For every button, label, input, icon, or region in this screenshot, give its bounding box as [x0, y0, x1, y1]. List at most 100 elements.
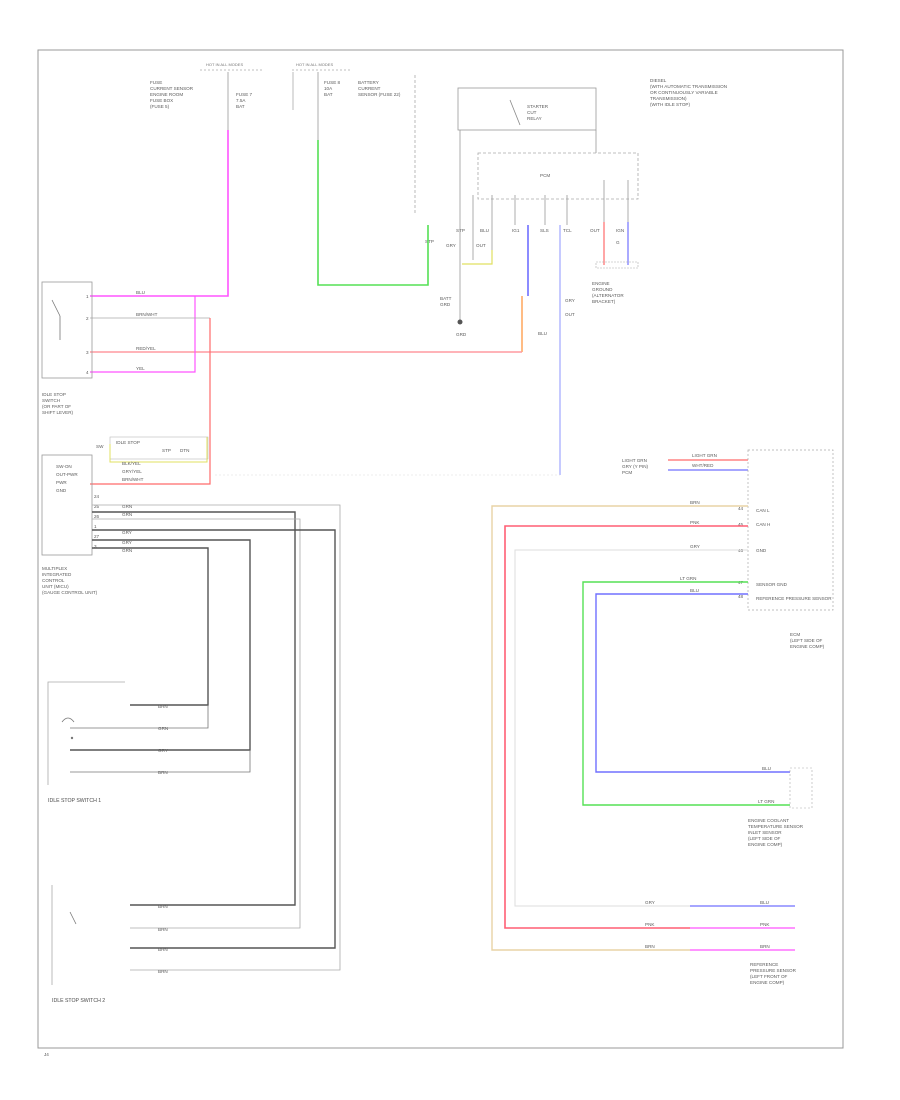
- gray-out-2: BLU: [538, 331, 547, 336]
- gray-out-0: GRY: [565, 298, 575, 303]
- sw-wire-1: BRN/WHT: [136, 312, 158, 317]
- sens-mid-lbl-0: ENGINE COOLANT: [748, 818, 789, 823]
- fuse-left-rating-2: BAT: [236, 104, 245, 109]
- ecm-pin-0: 44: [738, 506, 744, 511]
- mux-pin-3: 1: [94, 524, 97, 529]
- mux-label-4: (GAUGE CONTROL UNIT): [42, 590, 98, 595]
- pcm-sub-1: OUT: [476, 243, 486, 248]
- fuse-right-rating-1: 10A: [324, 86, 333, 91]
- ground-left-code: GRD: [456, 332, 467, 337]
- pcm-connectors: GRY OUT: [446, 130, 629, 260]
- sensor-left-label: IDLE STOP SWITCH 1: [48, 798, 101, 804]
- ecm-wires: BRN PNK GRY LT GRN BLU: [491, 500, 790, 951]
- pcm-pin-8: G: [616, 240, 620, 245]
- fuse-left-desc-0: FUSE: [150, 80, 162, 85]
- sens2-wire-1: BRN: [158, 927, 168, 932]
- mux-row-3: GND: [56, 488, 67, 493]
- sens-br-wire-0: GRY: [645, 900, 655, 905]
- mux-wire-1: GRY/YEL: [122, 469, 142, 474]
- ecm-pin-lbl-4: REFERENCE PRESSURE SENSOR: [756, 596, 832, 601]
- sensor-bottom-label: IDLE STOP SWITCH 2: [52, 998, 105, 1004]
- pcm-pin-7: IGN: [616, 228, 624, 233]
- idle-stop-indicator: IDLE STOP SW STP DTN: [96, 436, 209, 463]
- ecm-pin-lbl-1: CAN H: [756, 522, 770, 527]
- ground-left-0: BATT: [440, 296, 452, 301]
- sw-wire-3: YEL: [136, 366, 145, 371]
- sens-br-lbl-3: ENGINE COMP): [750, 980, 785, 985]
- bus-wire-4: GRN: [122, 548, 132, 553]
- wire-yellow-short: [462, 250, 493, 265]
- pcm-pin-0: STP: [425, 239, 434, 244]
- mux-label-0: MULTIPLEX: [42, 566, 67, 571]
- ind-head-1: SW: [96, 444, 104, 449]
- sens-mid-wire-1: LT GRN: [758, 799, 774, 804]
- sens-br-wire-2: BRN: [645, 944, 655, 949]
- sens-mid-lbl-3: (LEFT SIDE OF: [748, 836, 781, 841]
- sens-br-lbl-1: PRESSURE SENSOR: [750, 968, 797, 973]
- note-1: (WITH AUTOMATIC TRANSMISSION: [650, 84, 727, 89]
- ecm-box: 44 45 46 47 48 CAN L CAN H GND SENSOR GN…: [738, 449, 834, 649]
- ground-right-label-2: (ALTERNATOR: [592, 293, 624, 298]
- sens-mid-lbl-1: TEMPERATURE SENSOR: [748, 824, 804, 829]
- relay-label-2: RELAY: [527, 116, 542, 121]
- sw-pin-3: 4: [86, 370, 89, 375]
- mux-pin-0: 24: [94, 494, 100, 499]
- fuse-box-right-label: HOT IN ALL MODES: [296, 62, 333, 67]
- mux-pin-1: 25: [94, 504, 100, 509]
- ecm-wire-1: PNK: [690, 520, 700, 525]
- wire-green-main: [317, 140, 429, 286]
- ecm-top-inputs: LIGHT GRN WHT/RED LIGHT GRN GRY (Y PIN) …: [622, 453, 748, 475]
- pcm-top-label: PCM: [540, 173, 550, 178]
- pcm-pin-5: TCL: [563, 228, 572, 233]
- ecm-wire-0: BRN: [690, 500, 700, 505]
- sens-br-lbl-0: REFERENCE: [750, 962, 778, 967]
- mux-row-2: PWR: [56, 480, 67, 485]
- sens-br-out-1: PNK: [760, 922, 770, 927]
- bus-wire-2: GRY: [122, 530, 132, 535]
- fuse-right-rating-0: FUSE 8: [324, 80, 341, 85]
- left-bus-wires: GRN GRN GRY GRY GRN: [70, 504, 341, 971]
- ind-head-0: IDLE STOP: [116, 440, 140, 445]
- sw-label-3: SHIFT LEVER): [42, 410, 74, 415]
- idle-stop-switch-2: BRN BRN BRN BRN IDLE STOP SWITCH 2: [51, 885, 168, 1004]
- ecm-top-wire-0: LIGHT GRN: [692, 453, 717, 458]
- sw-label-1: SWITCH: [42, 398, 60, 403]
- sens1-wire-2: GRY: [158, 748, 168, 753]
- ind-head-2: STP: [162, 448, 171, 453]
- sens-mid-lbl-4: ENGINE COMP): [748, 842, 783, 847]
- ground-right-label-1: GROUND: [592, 287, 613, 292]
- mux-row-1: OUT-PWR: [56, 472, 78, 477]
- pcm-pin-3: IG1: [512, 228, 520, 233]
- fuse-box-left: HOT IN ALL MODES FUSE CURRENT SENSOR ENG…: [150, 62, 262, 130]
- ecm-top-lbl-2: PCM: [622, 470, 632, 475]
- sw-pin-2: 3: [86, 350, 89, 355]
- sens1-wire-0: BRN: [158, 704, 168, 709]
- diagram-border: [37, 49, 844, 1049]
- mux-pin-4: 27: [94, 534, 100, 539]
- multiplex-unit: SW-ON OUT-PWR PWR GND BLK/YEL GRY/YEL BR…: [41, 454, 144, 595]
- relay-label-0: STARTER: [527, 104, 549, 109]
- note-3: TRANSMISSION): [650, 96, 687, 101]
- fuse-right-desc-2: SENSOR (FUSE 22): [358, 92, 401, 97]
- sens1-wire-1: GRN: [158, 726, 168, 731]
- note-2: OR CONTINUOUSLY VARIABLE: [650, 90, 718, 95]
- pcm-gray-out: GRY OUT BLU: [538, 298, 575, 336]
- note-4: (WITH IDLE STOP): [650, 102, 690, 107]
- relay-label-1: CUT: [527, 110, 537, 115]
- sens-mid-lbl-2: INLET SENSOR: [748, 830, 782, 835]
- ecm-wire-4: BLU: [690, 588, 699, 593]
- ground-left-1: GRD: [440, 302, 451, 307]
- sens2-wire-2: BRN: [158, 947, 168, 952]
- sens-br-out-0: BLU: [760, 900, 769, 905]
- ecm-wire-2: GRY: [690, 544, 700, 549]
- ecm-label-1: (LEFT SIDE OF: [790, 638, 823, 643]
- mux-label-1: INTEGRATED: [42, 572, 72, 577]
- ecm-pin-lbl-0: CAN L: [756, 508, 770, 513]
- sw-pin-0: 1: [86, 294, 89, 299]
- bus-wire-1: GRN: [122, 512, 132, 517]
- sens-br-out-2: BRN: [760, 944, 770, 949]
- sens-br-wire-1: PNK: [645, 922, 655, 927]
- mux-label-3: UNIT (MICU): [42, 584, 69, 589]
- wire-pink-main: [90, 130, 229, 297]
- pcm-pin-6: OUT: [590, 228, 600, 233]
